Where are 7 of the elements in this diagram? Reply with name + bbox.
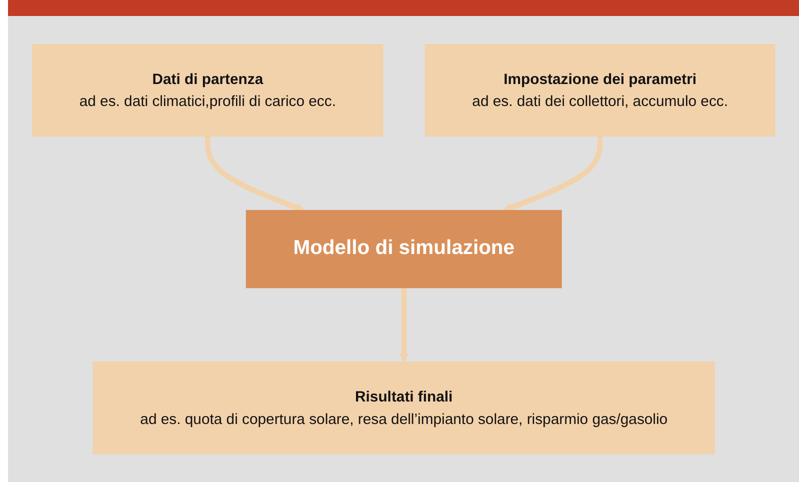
node-box: Risultati finali ad es. quota di copertura solare, resa dell’impianto solare, risparmio gas/gasolio — [92, 362, 715, 454]
arrow — [399, 288, 408, 362]
node-box: Modello di simulazione — [246, 210, 562, 288]
arrow — [503, 136, 603, 212]
node-box: Dati di partenza ad es. dati climatici,profili di carico ecc. — [32, 44, 384, 136]
arrow — [204, 136, 304, 212]
node-box: Impostazione dei parametri ad es. dati dei collettori, accumulo ecc. — [424, 44, 776, 136]
